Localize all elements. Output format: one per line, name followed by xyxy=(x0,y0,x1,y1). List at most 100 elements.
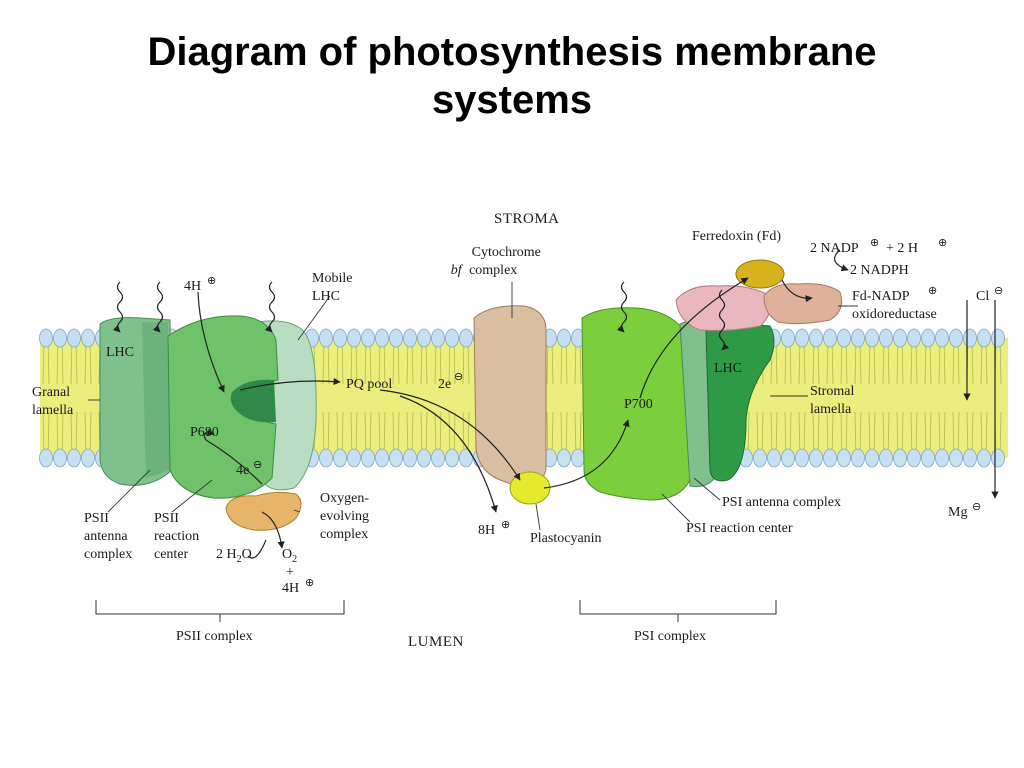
cytochrome-label: Cytochrome bf complex xyxy=(451,245,545,278)
lipid-head xyxy=(81,328,95,348)
psi-reaction-label: PSI reaction center xyxy=(686,521,793,536)
lipid-head xyxy=(851,448,865,468)
psii-antenna-inner-shape xyxy=(142,322,170,478)
psi-complex-bracket xyxy=(579,600,777,622)
two-nadph-label: 2 NADPH xyxy=(850,263,909,278)
ferredoxin-shape xyxy=(735,259,785,289)
lhc-right-label: LHC xyxy=(714,361,742,376)
lipid-head xyxy=(921,448,935,468)
cytochrome-bf-complex-shape xyxy=(473,305,547,488)
plus-two-h-label: + 2 H xyxy=(886,241,918,256)
lipid-head xyxy=(753,448,767,468)
plus-circle-icon: ⊕ xyxy=(501,519,510,531)
oxygen-evolving-label: Oxygen- evolving complex xyxy=(320,491,373,542)
water-label: 2 H2O xyxy=(216,547,252,565)
slide-title: Diagram of photosynthesis membrane syste… xyxy=(0,28,1024,124)
minus-circle-icon: ⊖ xyxy=(994,285,1003,297)
lipid-head xyxy=(67,328,81,348)
four-h-top-label: 4H xyxy=(184,279,201,294)
plastocyanin-label: Plastocyanin xyxy=(530,531,602,546)
minus-circle-icon: ⊖ xyxy=(253,459,262,471)
lipid-head xyxy=(319,328,333,348)
lipid-head xyxy=(991,448,1005,468)
ferredoxin-label: Ferredoxin (Fd) xyxy=(692,229,781,244)
stroma-label: STROMA xyxy=(494,211,560,227)
lipid-head xyxy=(823,328,837,348)
lipid-head xyxy=(53,328,67,348)
complex-brackets xyxy=(95,600,777,622)
psii-complex-label: PSII complex xyxy=(176,629,253,644)
light-photon-icons xyxy=(112,281,730,351)
lhc-left-label: LHC xyxy=(106,345,134,360)
lipid-head xyxy=(557,448,571,468)
lipid-head xyxy=(459,328,473,348)
lipid-head xyxy=(795,328,809,348)
lipid-head xyxy=(837,448,851,468)
lipid-head xyxy=(389,448,403,468)
lipid-head xyxy=(935,448,949,468)
lipid-head xyxy=(893,328,907,348)
lipid-head xyxy=(571,448,585,468)
leader-lines xyxy=(88,282,858,531)
lipid-head xyxy=(389,328,403,348)
minus-circle-icon: ⊖ xyxy=(972,501,981,513)
psii-antenna-label: PSII antenna complex xyxy=(84,511,132,562)
mg-label: Mg xyxy=(948,505,967,520)
pq-pool-label: PQ pool xyxy=(346,377,392,392)
lipid-head xyxy=(781,448,795,468)
lipid-head xyxy=(837,328,851,348)
lipid-head xyxy=(865,328,879,348)
lipid-head xyxy=(459,448,473,468)
eight-h-label: 8H xyxy=(478,523,495,538)
lipid-head xyxy=(417,328,431,348)
lipid-head xyxy=(991,328,1005,348)
psi-antenna-label: PSI antenna complex xyxy=(722,495,841,510)
lipid-head xyxy=(767,448,781,468)
lipid-head xyxy=(879,328,893,348)
four-e-label: 4e xyxy=(236,463,249,478)
two-e-label: 2e xyxy=(438,377,451,392)
four-h-bottom-label: 4H xyxy=(282,581,299,596)
minus-circle-icon: ⊖ xyxy=(454,371,463,383)
lipid-head xyxy=(949,328,963,348)
lipid-head xyxy=(361,448,375,468)
lipid-head xyxy=(935,328,949,348)
fd-nadp-oxidoreductase-shape xyxy=(763,283,843,325)
plus-circle-icon: ⊕ xyxy=(207,275,216,287)
lipid-head xyxy=(81,448,95,468)
cl-label: Cl xyxy=(976,289,989,304)
lipid-head xyxy=(907,448,921,468)
psii-complex-bracket xyxy=(95,600,345,622)
lipid-head xyxy=(977,328,991,348)
slide-title-line2: systems xyxy=(431,78,593,122)
two-nadp-label: 2 NADP xyxy=(810,241,859,256)
lipid-head xyxy=(417,448,431,468)
lipid-head xyxy=(431,328,445,348)
oxygen-label: O2 xyxy=(282,547,297,565)
plus-circle-icon: ⊕ xyxy=(928,285,937,297)
lipid-head xyxy=(347,448,361,468)
lipid-head xyxy=(823,448,837,468)
plus-circle-icon: ⊕ xyxy=(870,237,879,249)
lipid-head xyxy=(361,328,375,348)
lipid-head xyxy=(963,448,977,468)
plus-circle-icon: ⊕ xyxy=(938,237,947,249)
lumen-label: LUMEN xyxy=(408,634,464,650)
oxygen-evolving-complex-shape xyxy=(225,491,302,531)
lipid-head xyxy=(795,448,809,468)
lipid-head xyxy=(375,328,389,348)
granal-lamella-label: Granal lamella xyxy=(32,385,74,418)
lipid-head xyxy=(963,328,977,348)
lipid-head xyxy=(375,448,389,468)
lipid-head xyxy=(53,448,67,468)
flow-arrows xyxy=(197,249,999,559)
psii-reaction-label: PSII reaction center xyxy=(154,511,203,562)
lipid-head xyxy=(403,328,417,348)
lipid-head xyxy=(977,448,991,468)
lipid-head xyxy=(809,328,823,348)
lipid-head xyxy=(431,448,445,468)
lipid-head xyxy=(319,448,333,468)
lipid-head xyxy=(879,448,893,468)
lipid-head xyxy=(445,448,459,468)
